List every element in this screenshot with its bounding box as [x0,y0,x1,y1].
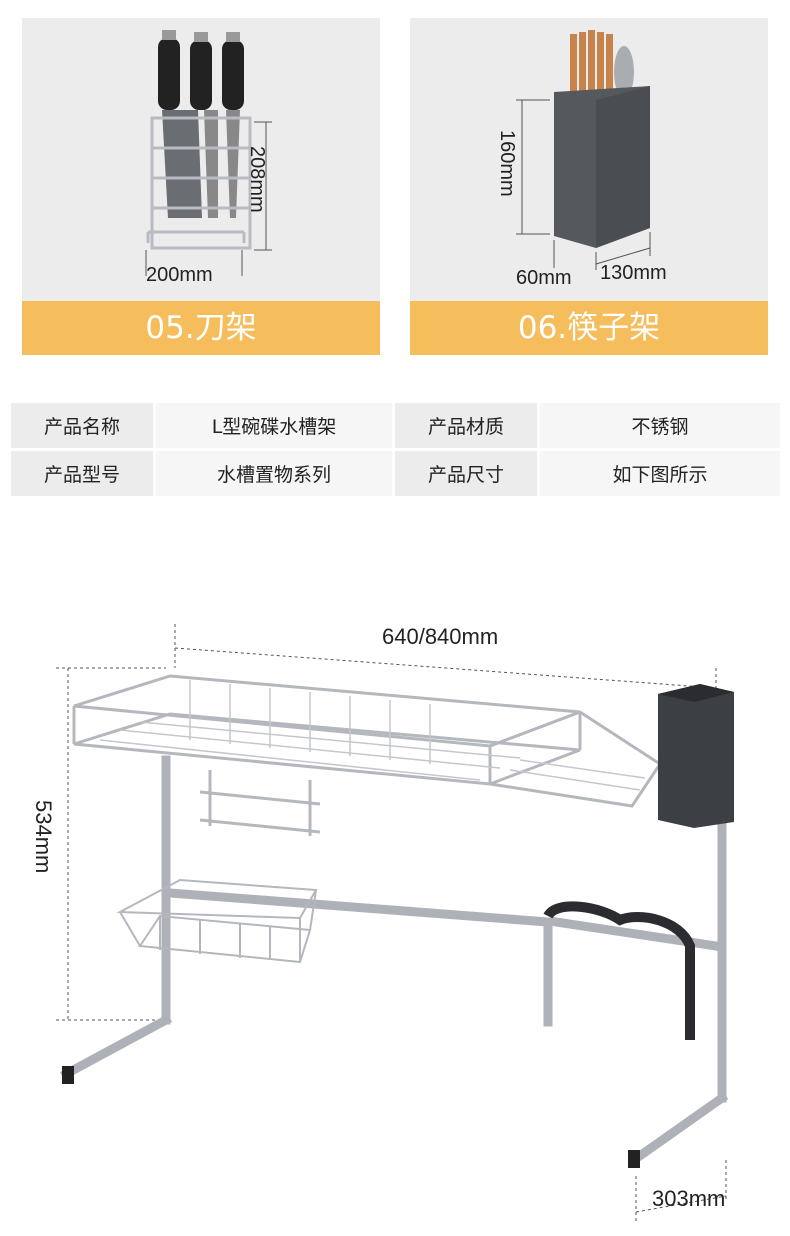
knife-rack-card: 208mm 200mm 05.刀架 [22,18,380,355]
main-depth-label: 303mm [652,1186,726,1211]
knife-blade-3 [226,110,240,218]
towel-bar [199,770,321,836]
main-height-label: 534mm [31,800,56,874]
knife-rack-photo: 208mm 200mm [22,18,380,301]
spec-value: L型碗碟水槽架 [156,403,392,448]
spoon [614,46,634,98]
main-width-label: 640/840mm [382,624,499,649]
knife-rack-dimension-lines [145,121,272,276]
chopsticks [570,30,613,124]
rack-legs [59,755,729,1167]
spec-value: 水槽置物系列 [156,451,392,496]
utensil-holder [658,684,734,828]
knife-rack-height-label: 208mm [246,146,268,213]
spec-value: 不锈钢 [540,403,780,448]
knife-blade-2 [204,110,218,218]
chopstick-holder-illustration [516,30,651,270]
main-dimension-lines [56,624,727,1222]
chopstick-holder-banner: 06.筷子架 [410,301,768,355]
board-holder [543,901,695,1040]
wire-basket [116,878,318,964]
top-shelf-tray [72,674,663,808]
foot-left [62,1066,74,1084]
spec-key: 产品材质 [395,403,537,448]
chopstick-holder-card: 160mm 60mm 130mm 06.筷子架 [410,18,768,355]
chopstick-dimension-lines [516,99,651,270]
knife-blade-1 [162,110,202,218]
spec-key: 产品尺寸 [395,451,537,496]
knife-handle-2 [190,40,212,110]
tray-grid [99,680,646,791]
foot-right [628,1150,640,1168]
chopstick-holder-photo: 160mm 60mm 130mm [410,18,768,301]
spec-value: 如下图所示 [540,451,780,496]
table-row: 产品名称 L型碗碟水槽架 产品材质 不锈钢 [11,403,780,448]
spec-key: 产品型号 [11,451,153,496]
spec-key: 产品名称 [11,403,153,448]
knife-rack-illustration [145,30,272,276]
chopstick-depth-label: 60mm [516,267,572,289]
knife-handle-1 [158,38,180,110]
chopstick-width-label: 130mm [600,262,667,284]
knife-rack-width-label: 200mm [146,264,213,286]
chopstick-height-label: 160mm [496,130,518,197]
table-row: 产品型号 水槽置物系列 产品尺寸 如下图所示 [11,451,780,496]
spec-table: 产品名称 L型碗碟水槽架 产品材质 不锈钢 产品型号 水槽置物系列 产品尺寸 如… [8,400,783,499]
knife-handle-3 [222,40,244,110]
knife-rack-banner: 05.刀架 [22,301,380,355]
knife-rack-frame [146,116,252,250]
